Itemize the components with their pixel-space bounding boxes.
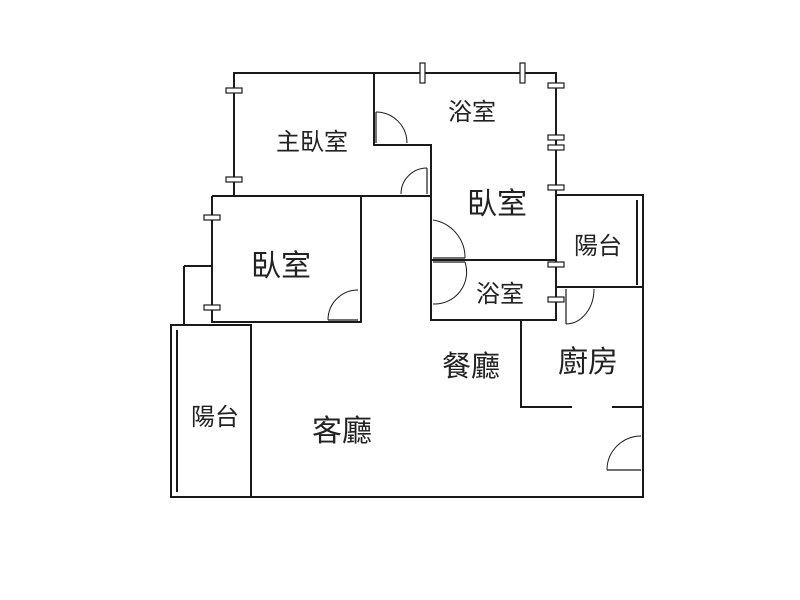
balcony-left-wall (170, 265, 252, 498)
window-marker (547, 261, 565, 268)
door-bedroom-mid (432, 219, 466, 259)
room-label-bath-mid: 浴室 (476, 280, 524, 308)
window-marker (547, 134, 565, 141)
walls (170, 72, 644, 498)
window-marker (547, 296, 565, 303)
window-marker (203, 304, 221, 311)
outer-wall (251, 194, 644, 498)
room-label-bath-top: 浴室 (448, 98, 496, 126)
window-marker (547, 144, 565, 151)
room-label-bedroom-mid: 臥室 (467, 187, 527, 222)
window-marker (419, 62, 426, 84)
bedroom-left-wall (211, 195, 431, 323)
window-markers (203, 62, 565, 311)
doors (327, 111, 642, 471)
room-label-kitchen: 廚房 (558, 345, 618, 380)
door-balcony-right (565, 288, 595, 325)
balcony-right-wall (556, 200, 643, 288)
door-bath-top (375, 111, 408, 144)
room-label-balcony-left: 陽台 (191, 403, 239, 431)
window-marker (203, 214, 221, 221)
kitchen-wall (520, 320, 643, 408)
room-labels: 主臥室 浴室 臥室 臥室 浴室 陽台 陽台 餐廳 廚房 客廳 (191, 98, 622, 449)
door-bedroom-left (327, 289, 359, 321)
window-marker (547, 184, 565, 191)
room-label-master-bedroom: 主臥室 (276, 128, 348, 156)
room-label-dining: 餐廳 (442, 349, 500, 383)
window-marker (519, 62, 526, 84)
room-label-living: 客廳 (312, 414, 372, 449)
window-marker (225, 87, 243, 94)
door-bath-mid (432, 261, 468, 305)
door-master-bedroom (400, 167, 428, 195)
room-label-balcony-right: 陽台 (574, 232, 622, 260)
room-label-bedroom-left: 臥室 (251, 249, 311, 284)
window-marker (225, 176, 243, 183)
window-marker (547, 82, 565, 89)
door-entrance (606, 435, 642, 471)
